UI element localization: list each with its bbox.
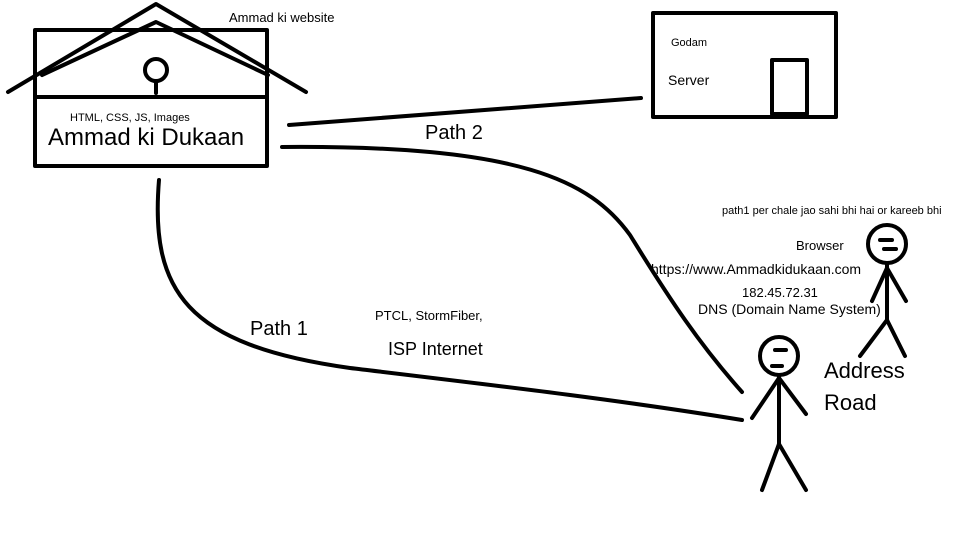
house-roof-outer: [6, 2, 308, 94]
isp-providers-label: PTCL, StormFiber,: [375, 308, 483, 323]
dns-left-arm: [870, 266, 889, 303]
isp-internet-label: ISP Internet: [388, 339, 483, 359]
user-figure: [750, 335, 808, 492]
shop-name: Ammad ki Dukaan: [48, 124, 245, 151]
user-right-leg: [777, 442, 808, 492]
url-label: https://www.Ammadkidukaan.com: [651, 261, 862, 277]
browser-label: Browser: [796, 238, 844, 253]
warehouse-shape: [651, 11, 838, 119]
user-head: [758, 335, 800, 377]
house-shape: [6, 2, 308, 168]
house-window: [143, 57, 169, 83]
dns-label: DNS (Domain Name System): [698, 301, 881, 317]
address-label: Address: [824, 358, 905, 383]
server-label: Server: [668, 72, 710, 88]
dns-right-leg: [885, 318, 907, 358]
user-left-leg: [760, 442, 781, 492]
ip-address-label: 182.45.72.31: [742, 285, 818, 300]
assets-label: HTML, CSS, JS, Images: [70, 112, 190, 124]
dns-right-arm: [885, 266, 908, 303]
dns-figure: [858, 223, 908, 358]
user-left-arm: [750, 376, 781, 420]
road-label: Road: [824, 390, 877, 415]
warehouse-door: [770, 58, 809, 116]
website-label: Ammad ki website: [229, 10, 335, 25]
user-right-arm: [777, 376, 808, 416]
godam-label: Godam: [671, 37, 708, 49]
path1-label: Path 1: [250, 318, 308, 340]
warehouse-body: [651, 11, 838, 119]
house-roof-inner: [40, 20, 270, 77]
dns-advice-text: path1 per chale jao sahi bhi hai or kare…: [722, 205, 942, 217]
path1-line: [155, 178, 744, 422]
house-server-line: [287, 96, 643, 127]
path2-line: [280, 144, 744, 394]
path2-label: Path 2: [425, 122, 483, 144]
dns-left-leg: [858, 318, 889, 358]
dns-head: [866, 223, 908, 265]
